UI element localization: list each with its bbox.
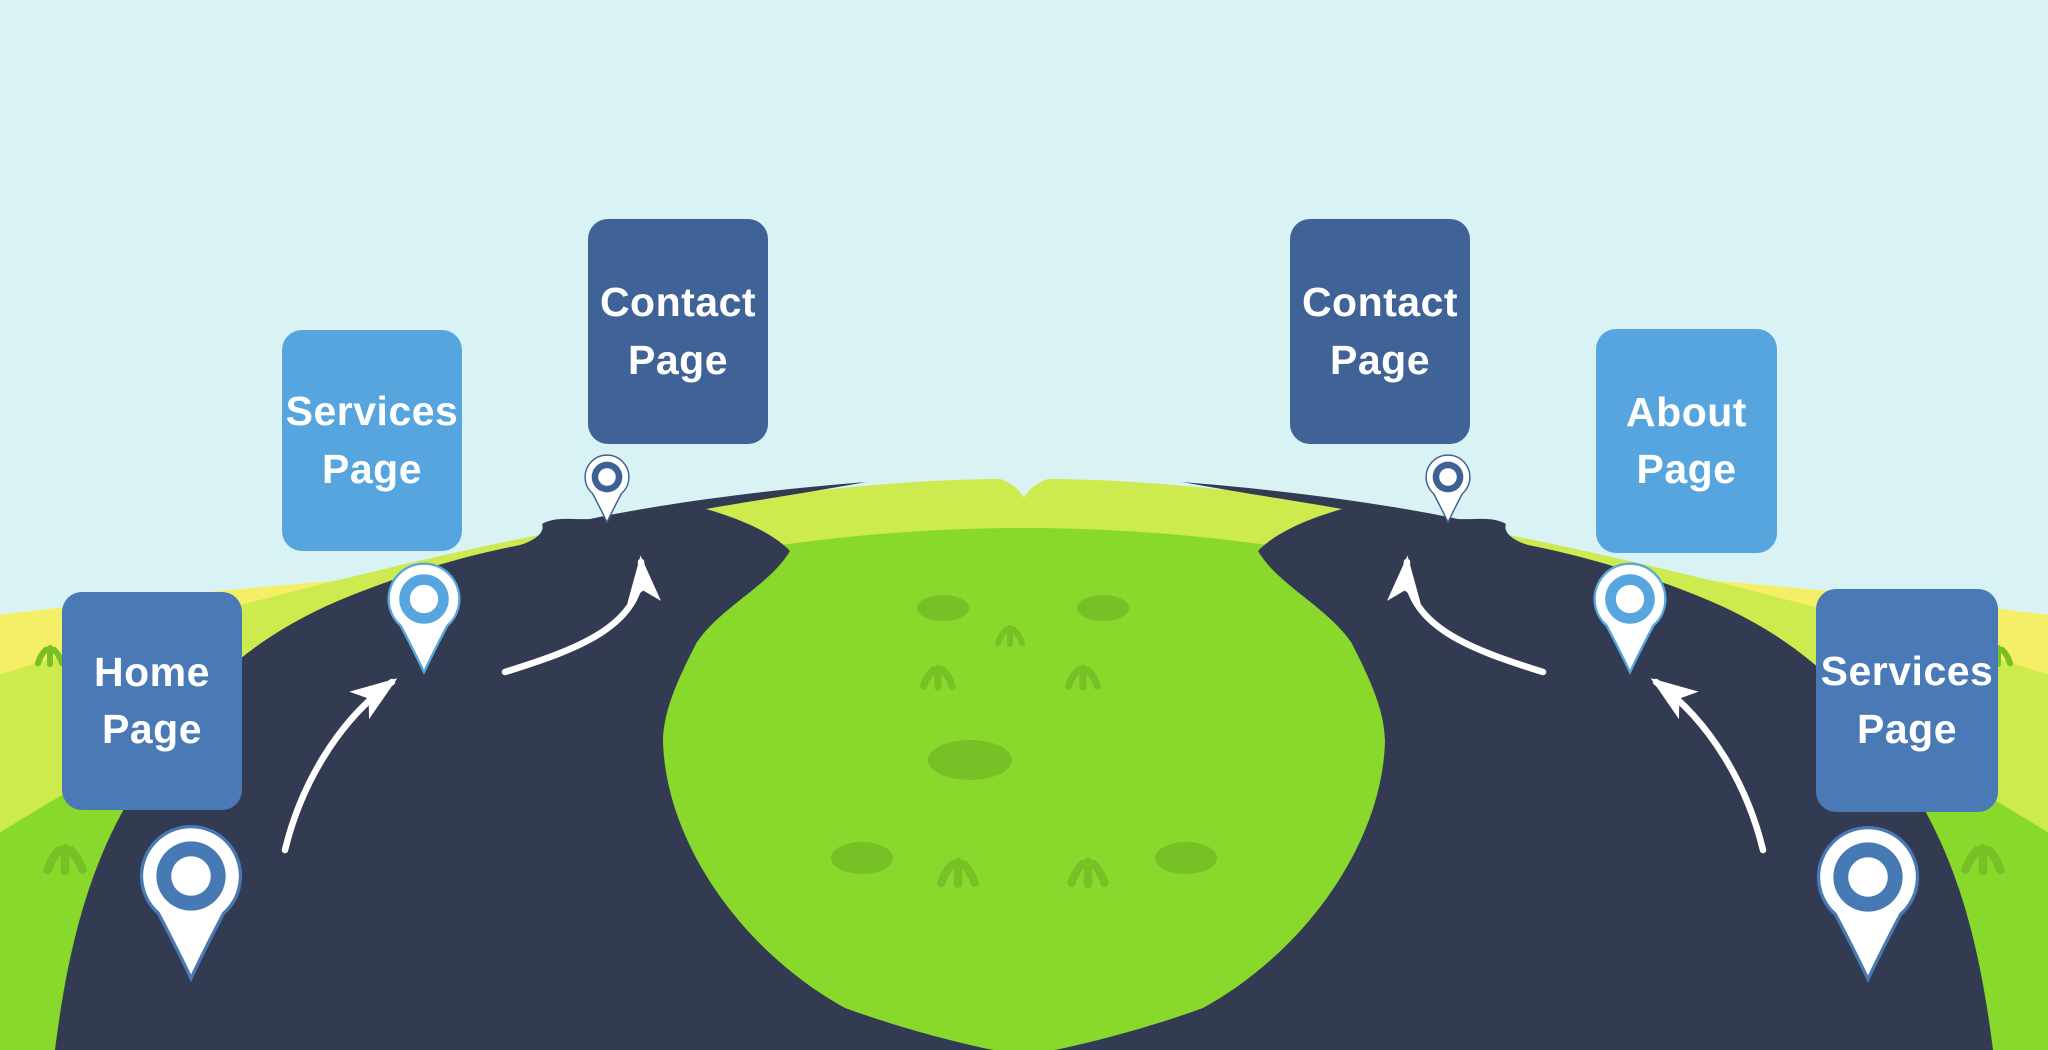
direction-arrows — [281, 555, 1767, 854]
services-page-card-right: Services Page — [1816, 589, 1998, 812]
contact-page-card-left-label-line1: Contact — [599, 279, 757, 326]
grass-tuft-icon — [38, 648, 62, 664]
arrow-services-to-about-icon — [1650, 678, 1767, 854]
home-page-card-label-line2: Page — [102, 706, 202, 752]
services-page-card-left-label-line2: Page — [322, 445, 422, 492]
grass-tuft-icon — [924, 668, 953, 687]
services-page-card-left: Services Page — [282, 330, 462, 551]
grass-tuft-icon — [942, 862, 975, 884]
contact-page-card-right-label-line2: Page — [1330, 336, 1430, 383]
contact-page-card-right: Contact Page — [1290, 219, 1470, 444]
road-left — [55, 482, 1024, 1050]
grass-spot — [831, 842, 893, 874]
about-page-card-label-line1: About — [1626, 388, 1747, 435]
grass-tuft-icon — [1072, 862, 1105, 884]
arrow-home-to-services-icon — [281, 678, 398, 854]
grass-spot — [1077, 595, 1129, 621]
contact-page-card-left-label-line2: Page — [628, 336, 728, 383]
contact-page-card-right-label-line1: Contact — [1301, 279, 1459, 326]
about-page-card: About Page — [1596, 329, 1777, 553]
home-page-card: Home Page — [62, 592, 242, 810]
about-page-card-label-line2: Page — [1636, 446, 1737, 492]
grass-spot — [928, 740, 1012, 780]
arrow-services-to-contact-icon — [501, 555, 661, 676]
services-page-card-right-label-line2: Page — [1857, 705, 1957, 752]
grass-tuft-icon — [998, 628, 1022, 644]
arrow-about-to-contact-icon — [1387, 555, 1547, 676]
contact-page-card-left: Contact Page — [588, 219, 768, 444]
road-right — [1024, 482, 1993, 1050]
services-page-card-right-label-line1: Services — [1820, 648, 1994, 695]
grass-spot — [917, 595, 969, 621]
grass-tuft-icon — [1966, 848, 2001, 871]
grass-tuft-icon — [48, 848, 83, 871]
grass-spot — [1155, 842, 1217, 874]
home-page-card-label-line1: Home — [94, 648, 210, 695]
grass-tuft-icon — [1069, 668, 1098, 687]
services-page-card-left-label-line1: Services — [285, 388, 459, 435]
